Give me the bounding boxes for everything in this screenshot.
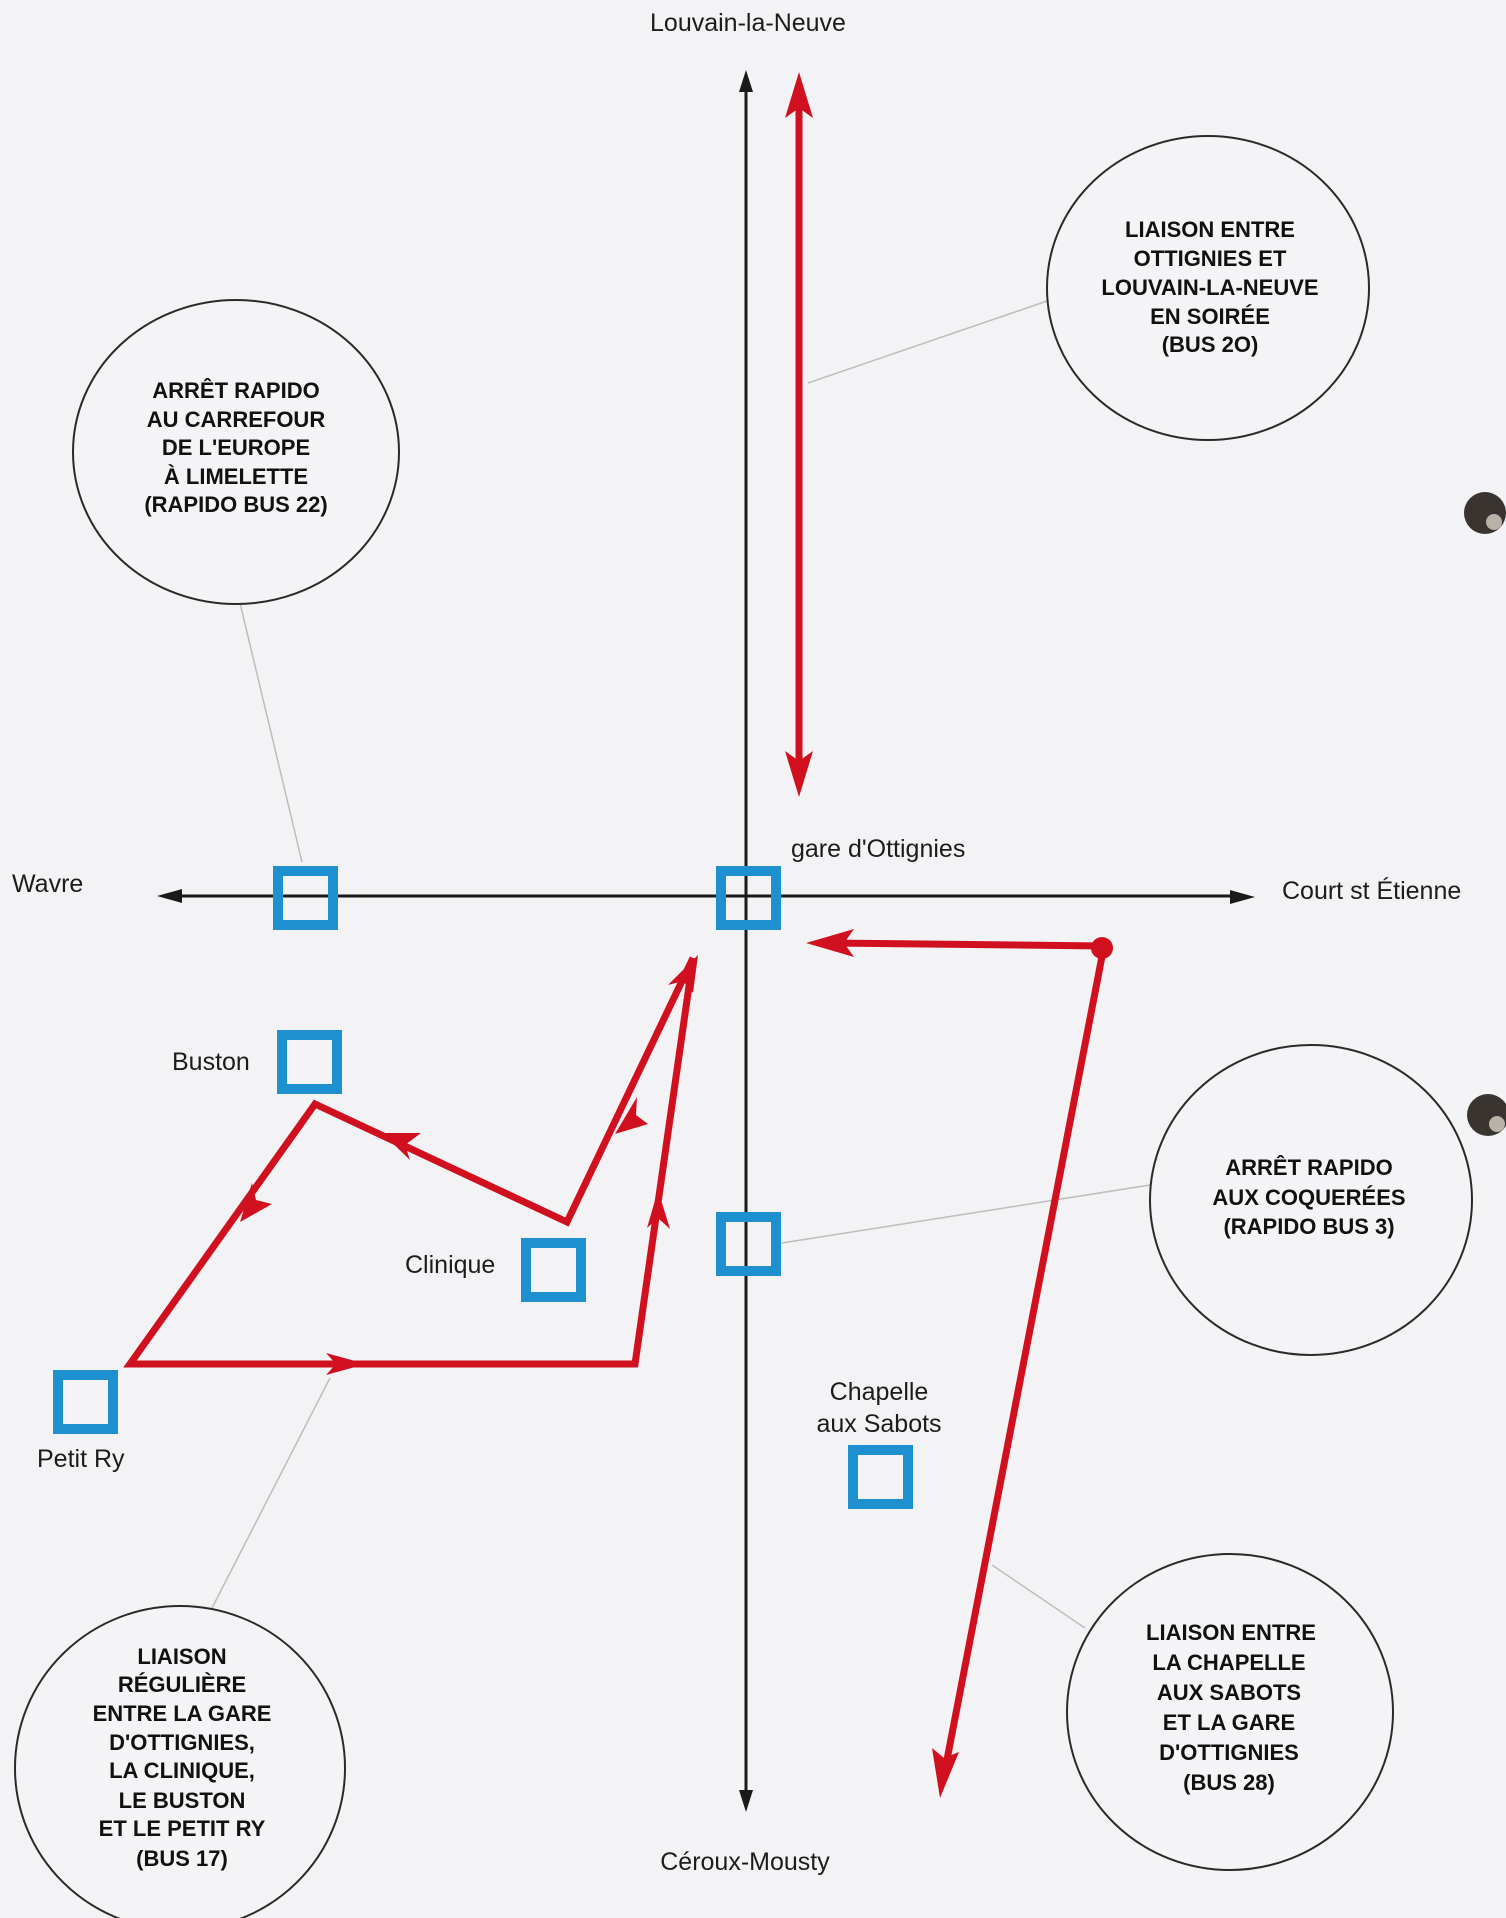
label-gare: gare d'Ottignies xyxy=(791,835,965,863)
stops xyxy=(53,866,913,1509)
bubble-bus3-circle xyxy=(1149,1044,1473,1356)
route-bus28-corner xyxy=(1091,937,1113,959)
label-petit-ry: Petit Ry xyxy=(37,1445,125,1473)
label-south: Céroux-Mousty xyxy=(660,1848,830,1876)
bubble-bus3-line-3: (RAPIDO BUS 3) xyxy=(1223,1214,1394,1239)
bubble-bus17-line-1: LIAISON xyxy=(137,1644,226,1669)
label-clinique: Clinique xyxy=(405,1251,495,1279)
bubble-bus17-circle xyxy=(14,1605,346,1918)
route-bus17-arrow-5 xyxy=(326,1353,366,1375)
label-north: Louvain-la-Neuve xyxy=(650,9,846,37)
route-bus17 xyxy=(123,956,697,1368)
stop-clinique xyxy=(521,1238,586,1302)
bubble-bus17-line-4: D'OTTIGNIES, xyxy=(109,1730,255,1755)
leader-lines xyxy=(211,299,1151,1629)
route-bus20-arrow-north xyxy=(785,72,813,118)
west-axis-arrow xyxy=(157,889,182,903)
routes xyxy=(123,72,1113,1798)
bubble-bus17-line-7: ET LE PETIT RY xyxy=(99,1816,266,1841)
binder-hole-2-highlight xyxy=(1489,1116,1505,1132)
bubble-bus28-line-5: D'OTTIGNIES xyxy=(1159,1740,1299,1765)
route-bus28-south xyxy=(941,945,1108,1771)
stop-labels: gare d'Ottignies Buston Clinique Petit R… xyxy=(37,835,965,1473)
stop-chapelle xyxy=(848,1445,913,1509)
label-chapelle-1: Chapelle xyxy=(830,1378,929,1406)
stop-limelette xyxy=(273,866,338,930)
bubble-bus17: LIAISON RÉGULIÈRE ENTRE LA GARE D'OTTIGN… xyxy=(14,1605,346,1918)
route-bus17-arrow-6 xyxy=(647,1190,670,1229)
bubble-bus22-line-5: (RAPIDO BUS 22) xyxy=(144,492,327,517)
route-bus20-arrow-south xyxy=(785,751,813,797)
route-bus17-arrow-1 xyxy=(668,955,698,993)
route-bus28-arrow-west xyxy=(806,929,854,957)
leader-bus17 xyxy=(211,1377,331,1609)
leader-bus20 xyxy=(807,299,1051,384)
bubble-bus28-line-2: LA CHAPELLE xyxy=(1152,1650,1305,1675)
stop-gare xyxy=(716,866,781,930)
leader-bus28 xyxy=(991,1564,1086,1629)
bubble-bus28: LIAISON ENTRE LA CHAPELLE AUX SABOTS ET … xyxy=(1066,1553,1394,1871)
label-east: Court st Étienne xyxy=(1282,876,1461,905)
label-buston: Buston xyxy=(172,1048,250,1076)
route-bus17-arrow-3 xyxy=(382,1133,421,1160)
bubble-bus28-line-6: (BUS 28) xyxy=(1183,1770,1275,1795)
bubble-bus20-line-1: LIAISON ENTRE xyxy=(1125,217,1295,242)
bubble-bus28-line-4: ET LA GARE xyxy=(1163,1710,1295,1735)
bubble-bus3-line-2: AUX COQUERÉES xyxy=(1212,1185,1405,1210)
binder-hole-1 xyxy=(1464,492,1506,534)
bubble-bus20-line-4: EN SOIRÉE xyxy=(1150,304,1270,329)
stop-buston xyxy=(277,1030,342,1094)
bubble-bus3-line-1: ARRÊT RAPIDO xyxy=(1225,1155,1392,1180)
binder-holes xyxy=(1464,492,1506,1136)
leader-bus3 xyxy=(781,1184,1151,1244)
label-west: Wavre xyxy=(12,870,83,898)
bubble-bus28-line-3: AUX SABOTS xyxy=(1157,1680,1301,1705)
bubble-bus3: ARRÊT RAPIDO AUX COQUERÉES (RAPIDO BUS 3… xyxy=(1149,1044,1473,1356)
route-bus28 xyxy=(827,939,1105,950)
bubble-bus22-circle xyxy=(72,299,400,605)
bubble-bus28-line-1: LIAISON ENTRE xyxy=(1146,1620,1316,1645)
bubble-bus22-line-2: AU CARREFOUR xyxy=(147,407,326,432)
bubble-bus20-line-3: LOUVAIN-LA-NEUVE xyxy=(1101,275,1318,300)
east-axis-arrow xyxy=(1230,890,1255,904)
direction-labels: Louvain-la-Neuve Céroux-Mousty Wavre Cou… xyxy=(12,9,1461,1876)
bubble-bus28-circle xyxy=(1066,1553,1394,1871)
north-axis-arrow xyxy=(739,70,753,92)
route-bus17-arrow-4 xyxy=(240,1183,272,1222)
stop-petit-ry xyxy=(53,1370,118,1434)
bubble-bus20-line-2: OTTIGNIES ET xyxy=(1134,246,1287,271)
bubble-bus17-line-5: LA CLINIQUE, xyxy=(109,1758,255,1783)
south-axis-arrow xyxy=(739,1790,753,1812)
bubble-bus22-line-1: ARRÊT RAPIDO xyxy=(152,378,319,403)
bubble-bus20: LIAISON ENTRE OTTIGNIES ET LOUVAIN-LA-NE… xyxy=(1046,135,1370,441)
bubble-bus20-circle xyxy=(1046,135,1370,441)
bubble-bus22-line-4: À LIMELETTE xyxy=(164,464,308,489)
label-chapelle-2: aux Sabots xyxy=(816,1410,941,1438)
route-bus28-arrow-south xyxy=(932,1748,959,1798)
bubble-bus17-line-3: ENTRE LA GARE xyxy=(93,1701,272,1726)
bubble-bus17-line-8: (BUS 17) xyxy=(136,1846,228,1871)
stop-coquerees xyxy=(716,1212,781,1276)
bubble-bus17-line-6: LE BUSTON xyxy=(119,1788,246,1813)
bubble-bus17-line-2: RÉGULIÈRE xyxy=(118,1672,246,1697)
bubble-bus22: ARRÊT RAPIDO AU CARREFOUR DE L'EUROPE À … xyxy=(72,299,400,605)
binder-hole-1-highlight xyxy=(1486,514,1502,530)
leader-bus22 xyxy=(239,602,303,863)
route-bus17-arrow-2 xyxy=(615,1097,648,1134)
bubble-bus22-line-3: DE L'EUROPE xyxy=(162,435,310,460)
axes xyxy=(157,70,1255,1812)
bubble-bus20-line-5: (BUS 2O) xyxy=(1162,332,1259,357)
